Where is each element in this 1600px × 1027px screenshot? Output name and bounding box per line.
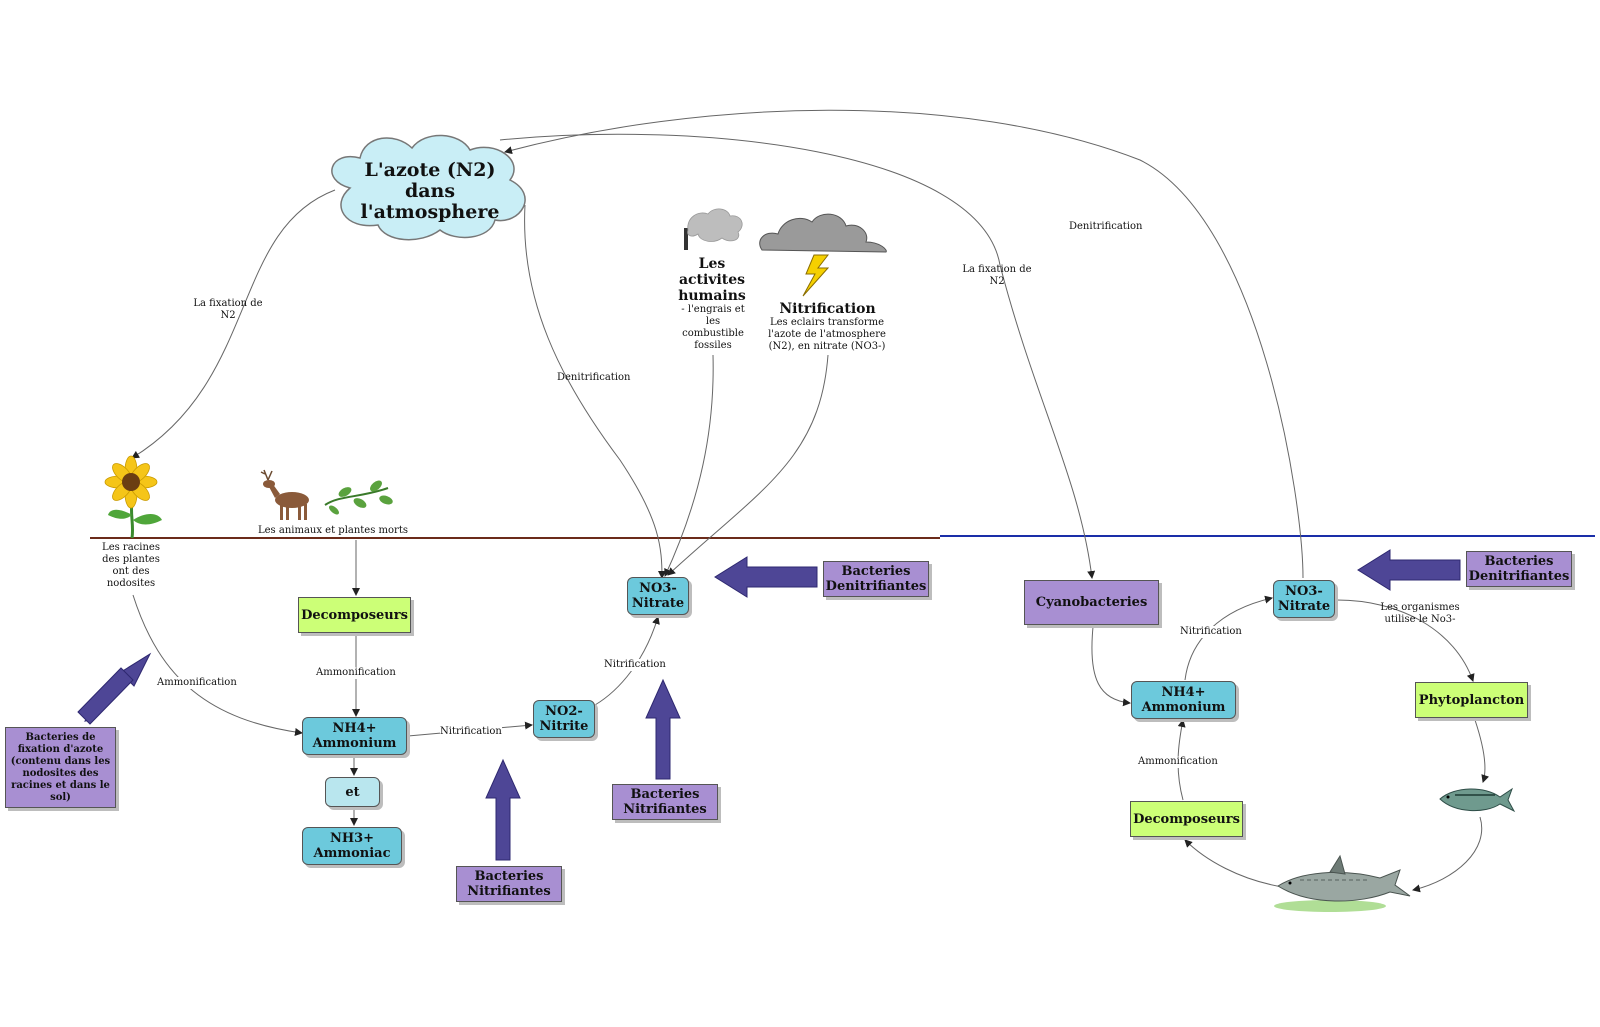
storm-cloud-icon	[759, 213, 887, 253]
plant-icon	[324, 480, 393, 515]
bacteries-nitrifiantes-1: Bacteries Nitrifiantes	[456, 866, 562, 902]
bacteries-fixation: Bacteries de fixation d'azote (contenu d…	[5, 727, 116, 808]
bacteries-denitrifiantes-right: Bacteries Denitrifiantes	[1466, 551, 1572, 587]
ammonium-right: NH4+ Ammonium	[1131, 681, 1236, 719]
ammonium-left: NH4+ Ammonium	[302, 717, 407, 755]
arrow-fixation-shaft	[77, 667, 134, 725]
et-node: et	[325, 777, 380, 807]
arrow-nitr-1	[485, 758, 521, 861]
edge-phyto-fish	[1474, 719, 1490, 783]
nitrite: NO2- Nitrite	[533, 700, 595, 738]
label-fixation-left: La fixation de N2	[193, 298, 263, 321]
eclairs-title: Nitrification	[779, 301, 876, 317]
phytoplancton: Phytoplancton	[1415, 682, 1528, 718]
label-ammonification-3: Ammonification	[1138, 756, 1218, 768]
bacteries-denitrifiantes-left: Bacteries Denitrifiantes	[823, 561, 929, 597]
decomposeurs-left: Decomposeurs	[298, 597, 411, 633]
edge-cyano-ammonium	[1091, 626, 1131, 707]
label-nitrification-1: Nitrification	[440, 726, 502, 738]
cyanobacteries: Cyanobacteries	[1024, 580, 1159, 625]
edge-fixation-left	[131, 189, 336, 459]
ammoniac: NH3+ Ammoniac	[302, 827, 402, 865]
activites-title: Les activites humains	[678, 256, 746, 304]
label-nitrification-2: Nitrification	[604, 659, 666, 671]
edge-denit-mid	[524, 204, 666, 579]
edge-racines	[132, 594, 303, 736]
shark-icon	[1274, 854, 1411, 912]
edge-fish-shark	[1412, 816, 1483, 893]
arrow-denit-left	[714, 556, 818, 598]
deer-icon	[260, 469, 309, 520]
arrow-denit-right	[1357, 549, 1461, 591]
edge-denit-right	[504, 109, 1304, 579]
eclairs-desc: Les eclairs transforme l'azote de l'atmo…	[768, 317, 886, 352]
edge-ammonium-nitrate	[1184, 595, 1273, 681]
block-arrows	[77, 549, 1461, 861]
sunflower-icon	[104, 455, 162, 539]
fish-icon	[1439, 787, 1516, 813]
label-organismes: Les organismes utilise le No3-	[1380, 602, 1460, 625]
label-ammonification-1: Ammonification	[157, 677, 237, 689]
label-denit-mid: Denitrification	[557, 372, 631, 383]
label-animaux: Les animaux et plantes morts	[258, 525, 408, 536]
lightning-icon	[802, 254, 830, 297]
edge-shark-decomp	[1184, 839, 1284, 888]
label-fixation-right: La fixation de N2	[962, 264, 1032, 287]
edge-fixation-right	[499, 133, 1096, 579]
edge-eclairs	[667, 354, 829, 576]
factory-smoke-icon	[684, 208, 743, 250]
edge-nitrate-phyto	[1336, 599, 1475, 682]
label-denit-right: Denitrification	[1069, 221, 1143, 232]
nitrate-left: NO3- Nitrate	[627, 577, 689, 615]
label-racines: Les racines des plantes ont des nodosite…	[102, 542, 160, 589]
edge-nitrite-nitrate	[594, 616, 660, 706]
edge-activites	[664, 354, 714, 577]
label-ammonification-2: Ammonification	[316, 667, 396, 679]
label-nitrification-3: Nitrification	[1180, 626, 1242, 638]
atmosphere-title: L'azote (N2) dans l'atmosphere	[360, 159, 500, 223]
cloud-icon	[331, 134, 526, 241]
bacteries-nitrifiantes-2: Bacteries Nitrifiantes	[612, 784, 718, 820]
decomposeurs-right: Decomposeurs	[1130, 801, 1243, 837]
activites-desc: - l'engrais et les combustible fossiles	[681, 304, 745, 351]
nitrate-right: NO3- Nitrate	[1273, 580, 1335, 618]
arrow-nitr-2	[645, 678, 681, 780]
